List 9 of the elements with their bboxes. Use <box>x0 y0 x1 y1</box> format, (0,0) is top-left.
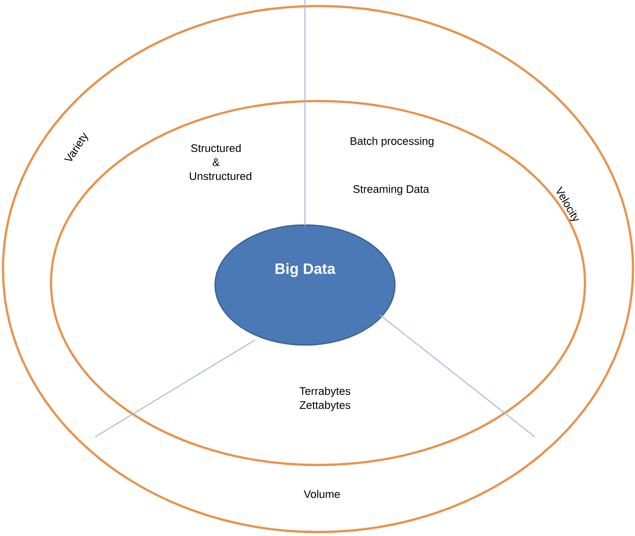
category-label: Terrabytes Zettabytes <box>300 386 350 412</box>
inner-ring <box>50 100 586 466</box>
category-label: Streaming Data <box>353 184 430 196</box>
category-label: Structured & Unstructured <box>190 144 252 180</box>
ring-label: Volume <box>304 490 340 498</box>
center-label: Big Data <box>276 262 336 278</box>
category-label: Batch processing <box>350 136 434 148</box>
outer-ring <box>2 4 634 534</box>
center-ellipse <box>214 224 396 346</box>
